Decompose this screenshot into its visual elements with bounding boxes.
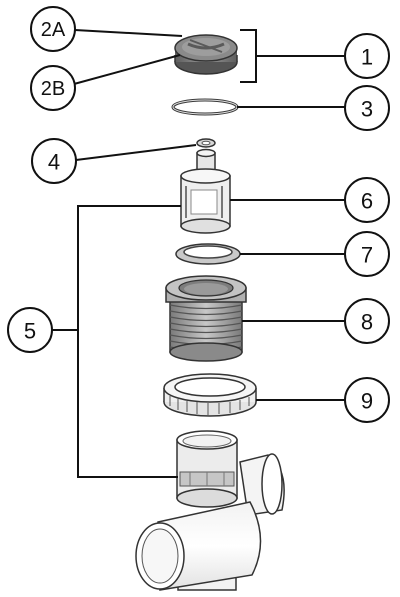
callout-2b-label: 2B (41, 78, 65, 100)
callout-4-label: 4 (48, 150, 60, 175)
gasket-7 (175, 243, 241, 265)
callout-5: 5 (7, 307, 53, 353)
bracket-1 (240, 29, 257, 83)
callout-9-label: 9 (361, 389, 373, 414)
callout-9: 9 (344, 377, 390, 423)
callout-6: 6 (344, 177, 390, 223)
washer-4 (196, 138, 216, 148)
callout-5-label: 5 (24, 319, 36, 344)
callout-1-label: 1 (361, 45, 373, 70)
cap-part-2 (174, 34, 238, 75)
leader-4 (75, 144, 197, 161)
leader-2a (74, 29, 183, 37)
callout-8-label: 8 (361, 310, 373, 335)
retaining-nut-9 (163, 373, 257, 417)
callout-6-label: 6 (361, 189, 373, 214)
callout-3-label: 3 (361, 97, 373, 122)
bracket-5 (77, 205, 181, 478)
leader-lines (50, 29, 345, 478)
callout-3: 3 (344, 85, 390, 131)
tee-housing-5 (135, 430, 285, 591)
threaded-body-8 (165, 275, 247, 362)
callout-2b: 2B (30, 65, 76, 111)
callout-2a-label: 2A (41, 19, 66, 41)
callout-4: 4 (31, 138, 77, 184)
callout-7-label: 7 (361, 243, 373, 268)
o-ring-3 (171, 98, 239, 116)
callout-8: 8 (344, 298, 390, 344)
callout-7: 7 (344, 231, 390, 277)
callout-1: 1 (344, 33, 390, 79)
leader-2b (73, 54, 181, 85)
callout-2a: 2A (30, 6, 76, 52)
stem-6 (180, 148, 231, 234)
